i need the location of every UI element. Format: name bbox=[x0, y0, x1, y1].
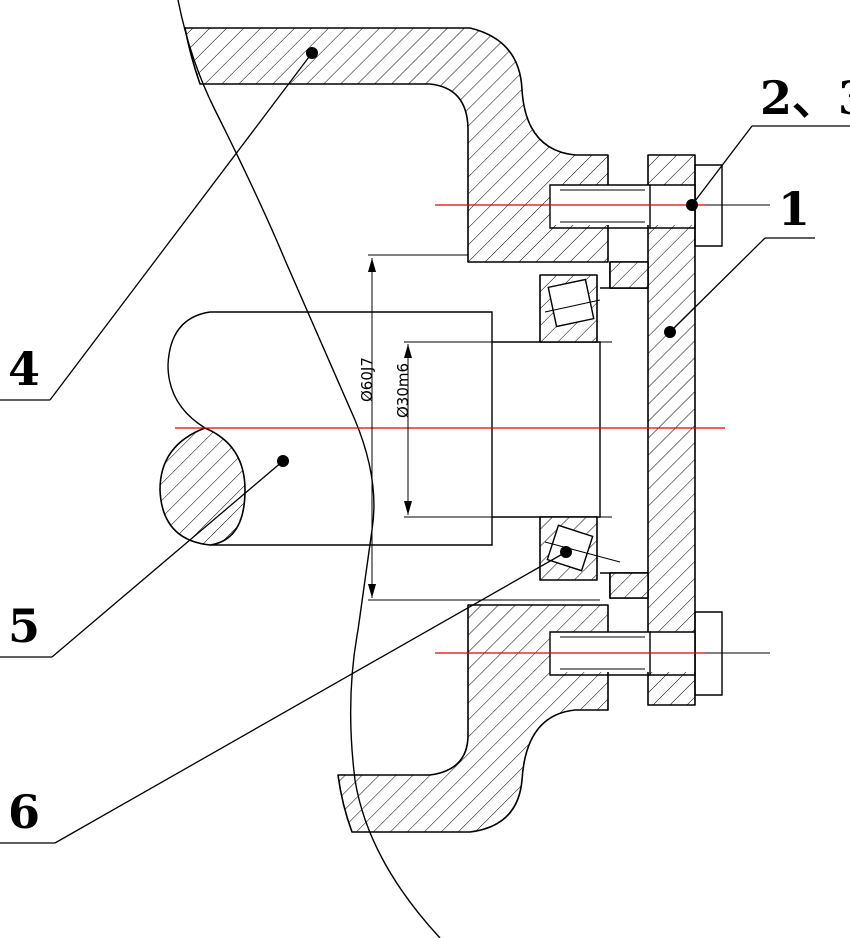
end-cover bbox=[609, 154, 696, 706]
leader-1: 1 bbox=[664, 182, 815, 338]
bearing-upper bbox=[539, 274, 601, 343]
dim-outer-bore: Ø60J7 bbox=[358, 254, 600, 601]
shaft-section bbox=[159, 427, 246, 546]
part-label-1: 1 bbox=[778, 182, 810, 236]
leader-2-3: 2、3 bbox=[686, 71, 850, 211]
leader-5: 5 bbox=[0, 455, 289, 658]
part-label-4: 4 bbox=[8, 342, 40, 396]
bearing-lower bbox=[539, 516, 621, 581]
leader-6: 6 bbox=[0, 546, 572, 844]
dim-shaft-seat: Ø30m6 bbox=[394, 341, 492, 518]
bolt-lower bbox=[549, 611, 723, 696]
leader-4: 4 bbox=[0, 47, 318, 401]
part-label-6: 6 bbox=[8, 785, 40, 839]
part-label-2-3: 2、3 bbox=[760, 71, 850, 125]
centerlines bbox=[175, 204, 770, 654]
dim-outer-bore-label: Ø60J7 bbox=[358, 357, 376, 402]
housing-section bbox=[184, 27, 609, 833]
part-label-5: 5 bbox=[8, 599, 40, 653]
end-cover-section bbox=[609, 154, 696, 706]
housing-top-wall bbox=[184, 27, 609, 263]
dim-shaft-seat-label: Ø30m6 bbox=[394, 363, 412, 418]
